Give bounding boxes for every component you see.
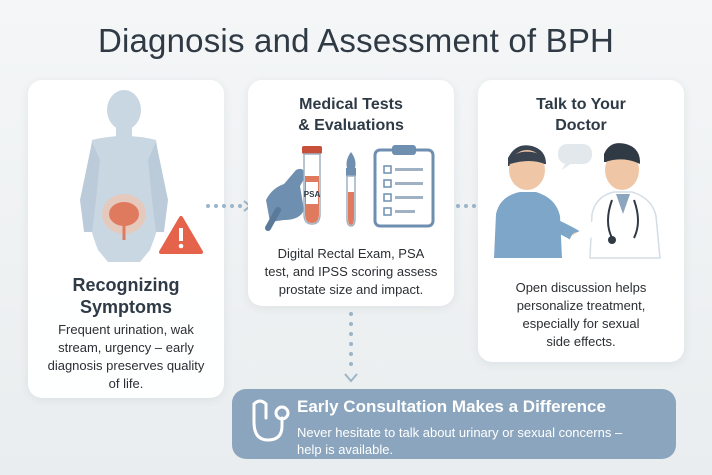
- symptoms-line-3: diagnosis preserves quality: [47, 358, 205, 373]
- doctor-line-4: side effects.: [546, 334, 616, 349]
- banner-title: Early Consultation Makes a Difference: [297, 397, 606, 416]
- doctor-line-1: Open discussion helps: [515, 280, 647, 295]
- symptoms-description: Frequent urination, wak stream, urgency …: [28, 321, 224, 393]
- tests-heading: Medical Tests & Evaluations: [248, 94, 454, 136]
- doctor-line-3: especially for sexual: [522, 316, 640, 331]
- doctor-line-2: personalize treatment,: [516, 298, 646, 313]
- banner-text: Never hesitate to talk about urinary or …: [297, 424, 669, 458]
- banner-text-line-2: help is available.: [297, 442, 394, 457]
- doctor-heading-line2: Doctor: [555, 117, 607, 134]
- tests-heading-line1: Medical Tests: [299, 96, 403, 113]
- tests-line-3: prostate size and impact.: [278, 282, 424, 297]
- tests-heading-line2: & Evaluations: [298, 117, 404, 134]
- doctor-description: Open discussion helps personalize treatm…: [478, 279, 684, 351]
- symptoms-line-4: of life.: [108, 376, 144, 391]
- tests-line-2: test, and IPSS scoring assess: [264, 264, 438, 279]
- tests-line-1: Digital Rectal Exam, PSA: [277, 246, 425, 261]
- symptoms-heading: Recognizing Symptoms: [28, 274, 224, 318]
- page-title: Diagnosis and Assessment of BPH: [97, 22, 615, 59]
- banner-text-line-1: Never hesitate to talk about urinary or …: [297, 425, 623, 440]
- doctor-heading-line1: Talk to Your: [536, 96, 626, 113]
- tests-description: Digital Rectal Exam, PSA test, and IPSS …: [248, 245, 454, 299]
- tube-label: PSA: [304, 190, 321, 199]
- doctor-heading: Talk to Your Doctor: [478, 94, 684, 136]
- symptoms-line-2: stream, urgency – early: [58, 340, 194, 355]
- symptoms-line-1: Frequent urination, wak: [58, 322, 194, 337]
- early-consultation-banner: [232, 389, 676, 459]
- symptoms-heading-line1: Recognizing: [72, 275, 180, 295]
- symptoms-heading-line2: Symptoms: [79, 297, 173, 317]
